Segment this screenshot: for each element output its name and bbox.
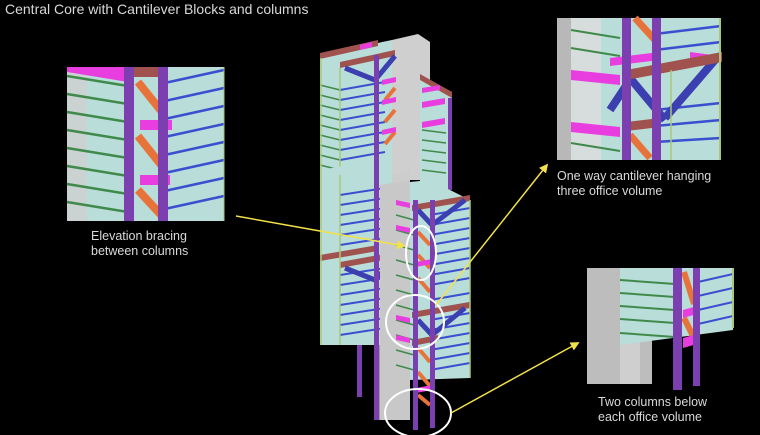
caption-line: One way cantilever hanging (557, 169, 712, 183)
caption-elevation-bracing: Elevation bracing between columns (91, 229, 188, 259)
connector-line-bracing (235, 215, 406, 250)
caption-line: between columns (91, 244, 189, 258)
office-block-upper-right (420, 74, 452, 190)
connector-line-columns (450, 342, 580, 414)
highlight-ellipse-bracing (405, 225, 437, 281)
diagram-title: Central Core with Cantilever Blocks and … (5, 1, 309, 17)
caption-one-way-cantilever: One way cantilever hanging three office … (557, 169, 711, 199)
office-block-lower-right (380, 180, 471, 430)
caption-two-columns: Two columns below each office volume (598, 395, 707, 425)
highlight-ellipse-cantilever (385, 294, 445, 350)
upper-left-bracing (344, 42, 397, 420)
caption-line: three office volume (557, 184, 663, 198)
caption-line: Elevation bracing (91, 229, 187, 243)
caption-line: Two columns below (598, 395, 708, 409)
connector-line-cantilever (435, 163, 549, 306)
caption-line: each office volume (598, 410, 702, 424)
inset-elevation-bracing-image (66, 67, 225, 221)
